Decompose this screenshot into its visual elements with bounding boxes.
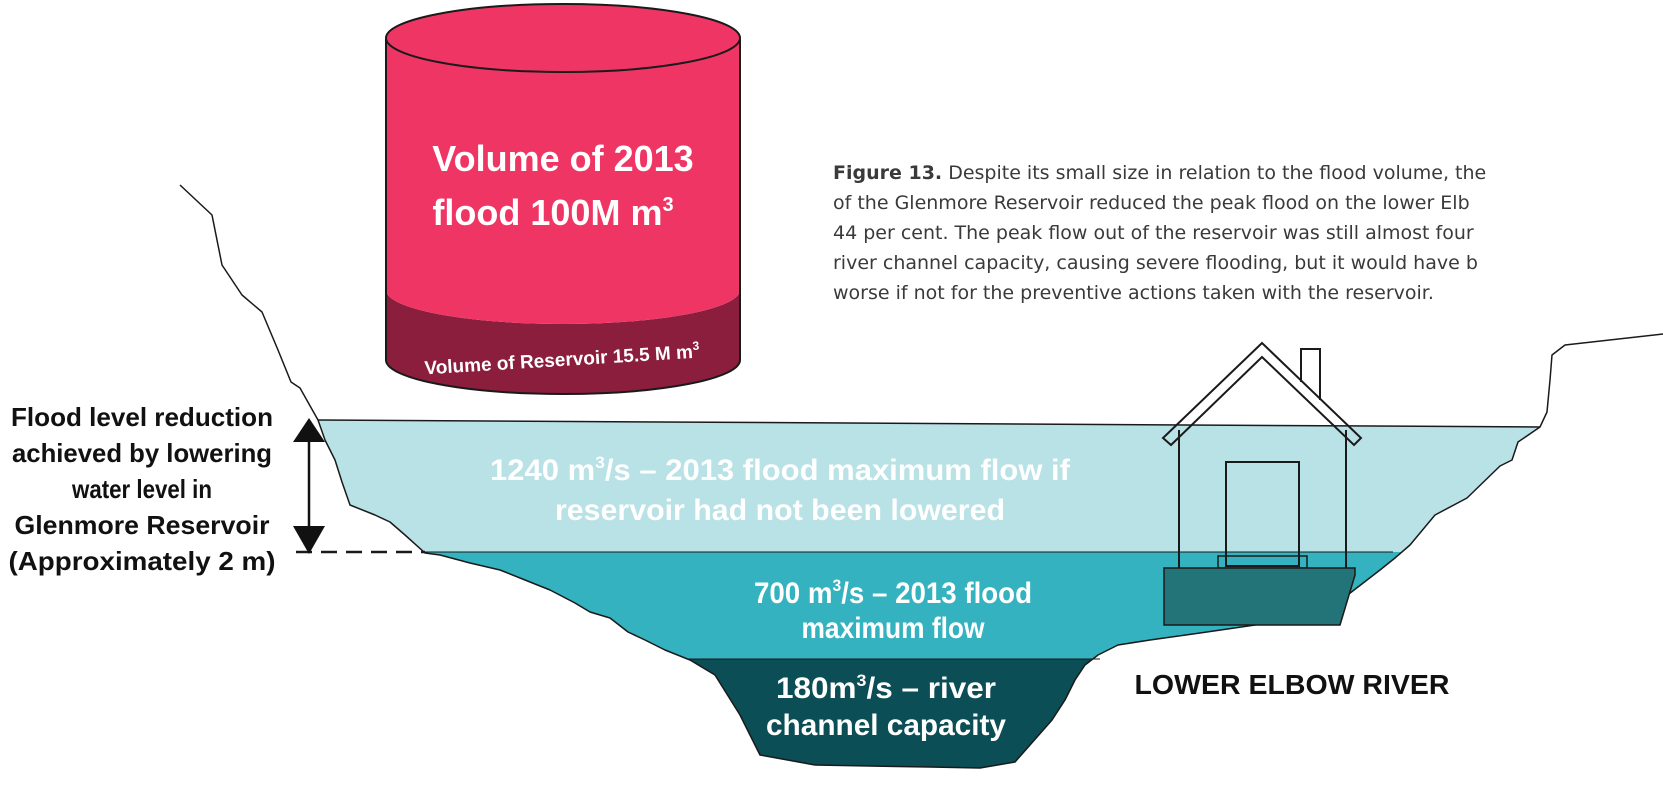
flood-level-reduction-arrow (293, 418, 325, 554)
flood-volume-cylinder: Volume of 2013 flood 100M m3 Volume of R… (385, 3, 741, 395)
flow-label-bottom-line2: channel capacity (766, 709, 1006, 742)
caption-line-5: worse if not for the preventive actions … (833, 282, 1434, 304)
river-name-label: LOWER ELBOW RIVER (1135, 669, 1450, 700)
flood-reduction-line-2: achieved by lowering (12, 438, 272, 468)
flood-volume-label-line2: flood 100M m3 (432, 192, 673, 233)
figure-label: Figure 13. (833, 162, 943, 184)
flood-reduction-line-1: Flood level reduction (11, 402, 273, 432)
upper-water-surface (317, 419, 1541, 428)
cylinder-outline (385, 38, 741, 395)
flood-volume-label-line1: Volume of 2013 (432, 138, 693, 179)
flood-reduction-line-3: water level in (71, 474, 212, 504)
flow-label-middle: 700 m3/s – 2013 flood maximum flow (754, 576, 1032, 645)
flood-reduction-line-4: Glenmore Reservoir (15, 510, 270, 540)
caption-line-3: 44 per cent. The peak flow out of the re… (833, 222, 1474, 244)
terrain-left-bank (179, 184, 816, 766)
caption-line-2: of the Glenmore Reservoir reduced the pe… (833, 192, 1470, 214)
house-foundation (1163, 567, 1356, 626)
flood-reduction-line-5: (Approximately 2 m) (9, 546, 276, 576)
cylinder-top (385, 3, 741, 73)
reservoir-volume-band (386, 290, 740, 394)
flood-reduction-label: Flood level reduction achieved by loweri… (9, 402, 276, 576)
caption-line-1: Figure 13. Despite its small size in rel… (833, 162, 1487, 184)
flow-label-middle-line1: 700 m3/s – 2013 flood (754, 576, 1032, 610)
caption-line-4: river channel capacity, causing severe f… (833, 252, 1478, 274)
flow-label-middle-line2: maximum flow (802, 612, 986, 645)
flow-label-upper-line2: reservoir had not been lowered (555, 494, 1005, 527)
figure-caption: Figure 13. Despite its small size in rel… (833, 158, 1658, 308)
flood-volume-body (386, 38, 740, 324)
flood-level-upper-band (318, 420, 1540, 552)
